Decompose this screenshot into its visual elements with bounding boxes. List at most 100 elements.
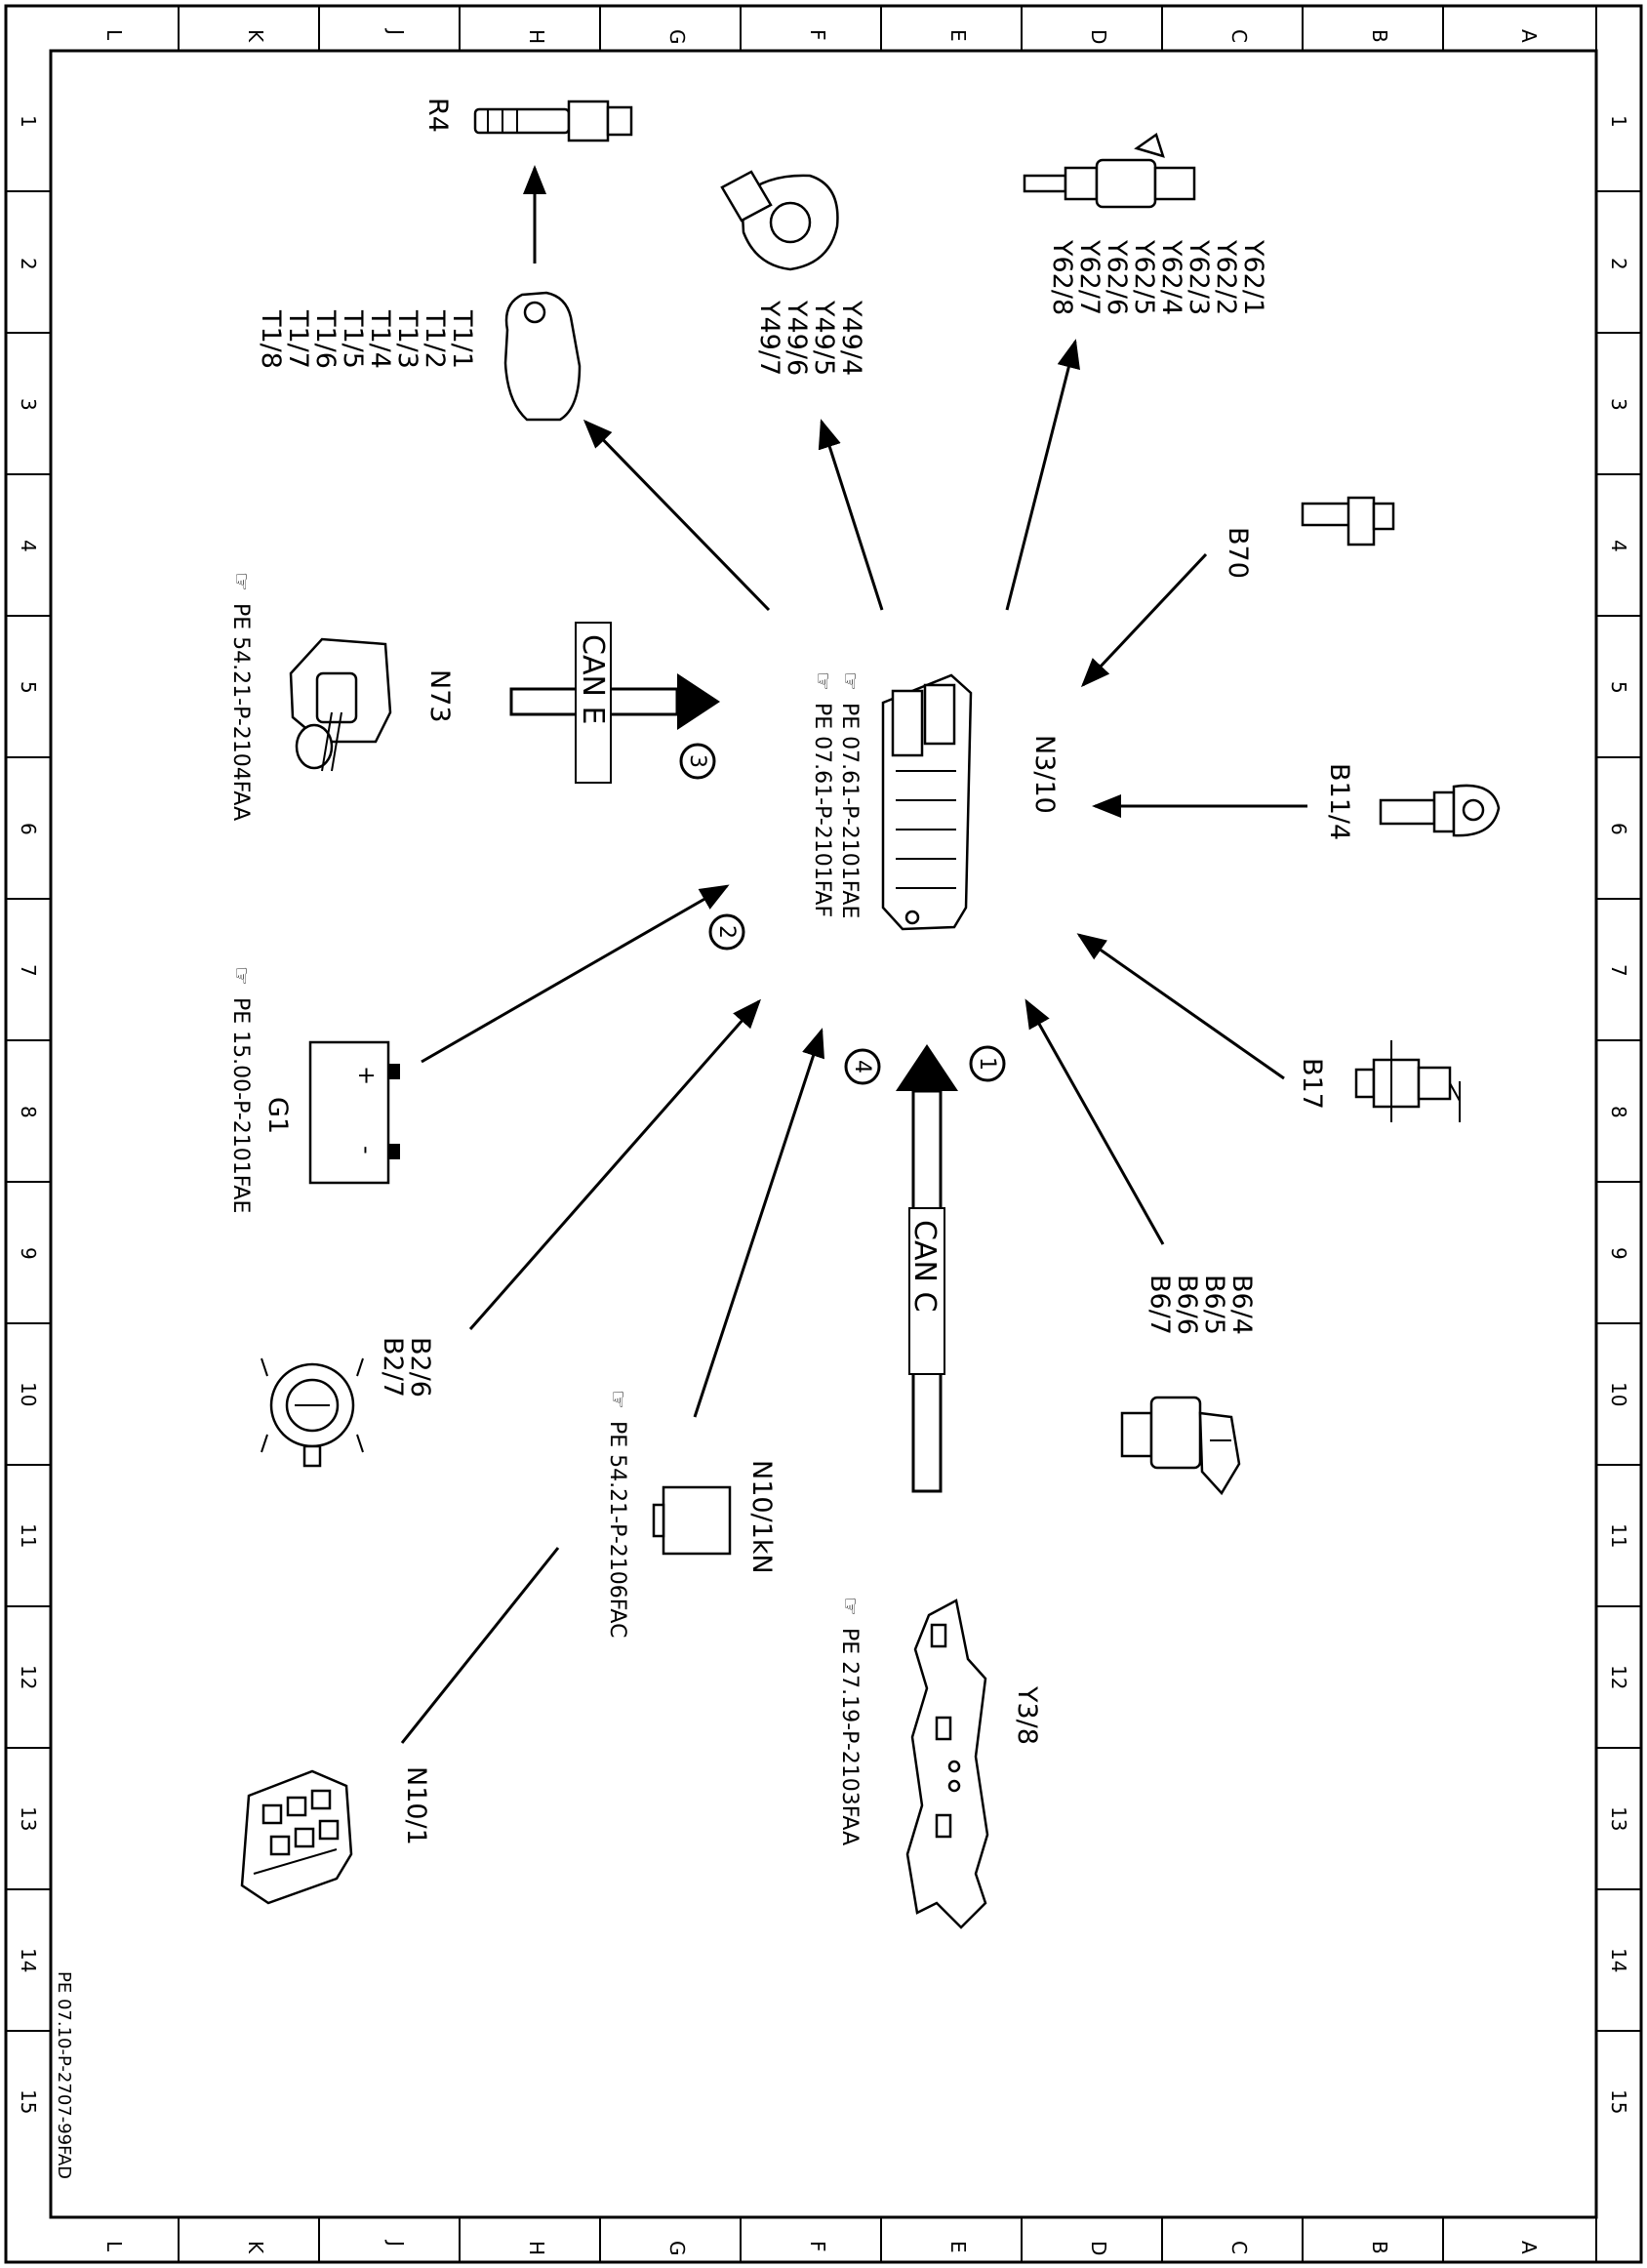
grid-number-left-10: 10 <box>17 1382 40 1406</box>
grid-letter-bottom-H: H <box>525 2241 548 2255</box>
ref-text-y3-8: PE 27.19-P-2103FAA <box>837 1628 862 1845</box>
grid-number-left-12: 12 <box>17 1665 40 1689</box>
grid-letter-top-L: L <box>102 29 126 41</box>
document-footer-code: PE 07.10-P-2707-99FAD <box>54 1971 74 2179</box>
circle-marker-1: 1 <box>969 1045 1006 1082</box>
grid-letter-bottom-C: C <box>1227 2241 1251 2254</box>
label-b70: B70 <box>1223 527 1253 579</box>
hot-film-maf-sensor-b2-icon <box>261 1357 364 1468</box>
can-c-bus: CAN C <box>896 1044 958 1493</box>
label-b2-7: B2/7 <box>378 1337 408 1397</box>
plus-symbol-icon: + <box>353 1066 381 1085</box>
grid-number-left-15: 15 <box>17 2089 40 2114</box>
label-y49-5: Y49/5 <box>809 300 839 376</box>
grid-letter-bottom-A: A <box>1517 2241 1541 2254</box>
label-n3-10: N3/10 <box>1029 735 1060 814</box>
ref-text-g1: PE 15.00-P-2101FAE <box>228 997 253 1213</box>
labels-b6: B6/4 B6/5 B6/6 B6/7 <box>1145 1275 1257 1335</box>
label-t1-2: T1/2 <box>420 309 450 369</box>
pointing-hand-icon: ☞ <box>837 671 862 691</box>
grid-number-right-10: 10 <box>1607 1382 1630 1406</box>
grid-number-left-11: 11 <box>17 1523 40 1548</box>
label-y49-6: Y49/6 <box>782 300 812 376</box>
labels-y49: Y49/4 Y49/5 Y49/6 Y49/7 <box>754 300 866 376</box>
sam-control-unit-n10-1-icon <box>240 1769 353 1905</box>
ref-text-n73: PE 54.21-P-2104FAA <box>228 603 253 821</box>
grid-number-left-4: 4 <box>17 540 40 552</box>
reference-n3-10-a: ☞ PE 07.61-P-2101FAE <box>837 671 862 918</box>
grid-letter-bottom-L: L <box>102 2241 126 2252</box>
grid-number-right-7: 7 <box>1607 964 1630 977</box>
reference-n3-10-b: ☞ PE 07.61-P-2101FAF <box>810 671 834 917</box>
label-y62-8: Y62/8 <box>1047 239 1077 315</box>
grid-letter-top-C: C <box>1227 29 1251 43</box>
battery-g1-icon: + - <box>308 1040 400 1185</box>
labels-b2: B2/6 B2/7 <box>378 1337 435 1397</box>
label-y62-2: Y62/2 <box>1211 239 1241 315</box>
grid-letter-top-G: G <box>665 29 689 45</box>
grid-letter-bottom-J: J <box>384 2239 408 2247</box>
reference-n10: ☞ PE 54.21-P-2106FAC <box>605 1390 629 1638</box>
arrow-n3-10-to-y62 <box>1005 339 1080 611</box>
pointing-hand-icon: ☞ <box>810 671 834 691</box>
pointing-hand-icon: ☞ <box>228 966 253 986</box>
coolant-temperature-sensor-b11-4-icon <box>1379 784 1501 837</box>
labels-t1: T1/1 T1/2 T1/3 T1/4 T1/5 T1/6 T1/7 T1/8 <box>256 309 477 369</box>
label-y49-7: Y49/7 <box>754 300 784 376</box>
label-b11-4: B11/4 <box>1324 763 1354 840</box>
label-t1-3: T1/3 <box>392 309 422 369</box>
label-y62-5: Y62/5 <box>1129 239 1159 315</box>
grid-letter-top-B: B <box>1368 29 1391 43</box>
intake-air-temperature-sensor-b17-icon <box>1354 1040 1461 1122</box>
frame-grid-lines <box>6 6 1641 2262</box>
label-y62-4: Y62/4 <box>1156 239 1186 315</box>
spark-plug-r4-icon <box>473 100 633 142</box>
grid-letter-top-D: D <box>1087 29 1110 44</box>
arrow-n10-1kn-to-n3-10 <box>693 1028 824 1418</box>
grid-number-right-1: 1 <box>1607 115 1630 128</box>
relay-module-n10-1kn-icon <box>652 1485 732 1556</box>
can-e-label: CAN E <box>576 634 610 724</box>
ignition-switch-n73-icon <box>289 637 392 772</box>
label-r4: R4 <box>422 98 453 133</box>
arrow-b2-to-n3-10 <box>468 998 761 1330</box>
circle-marker-3-text: 3 <box>685 754 709 768</box>
circle-marker-1-text: 1 <box>975 1057 999 1071</box>
label-y62-3: Y62/3 <box>1184 239 1214 315</box>
pointing-hand-icon: ☞ <box>605 1390 629 1409</box>
grid-number-left-9: 9 <box>17 1247 40 1260</box>
grid-number-right-12: 12 <box>1607 1665 1630 1689</box>
label-g1: G1 <box>262 1097 293 1134</box>
grid-number-left-14: 14 <box>17 1948 40 1972</box>
grid-letter-top-E: E <box>946 29 970 42</box>
grid-letter-top-K: K <box>244 29 267 43</box>
can-c-label: CAN C <box>907 1220 942 1312</box>
label-b2-6: B2/6 <box>405 1337 435 1397</box>
pointing-hand-icon: ☞ <box>228 572 253 591</box>
grid-number-left-7: 7 <box>17 964 40 977</box>
labels-y62: Y62/1 Y62/2 Y62/3 Y62/4 Y62/5 Y62/6 Y62/… <box>1047 239 1268 315</box>
grid-number-right-13: 13 <box>1607 1806 1630 1831</box>
arrow-g1-to-n3-10 <box>421 884 730 1064</box>
label-t1-7: T1/7 <box>283 309 313 369</box>
grid-letter-bottom-G: G <box>665 2241 689 2256</box>
ref-text-n3-10-a: PE 07.61-P-2101FAE <box>837 703 862 918</box>
arrow-b17-to-n3-10 <box>1076 933 1285 1080</box>
fuel-injector-y62-icon <box>1023 133 1196 209</box>
camshaft-hall-sensor-b6-icon <box>1120 1396 1241 1496</box>
grid-number-left-1: 1 <box>17 115 40 128</box>
label-y49-4: Y49/4 <box>836 300 866 376</box>
grid-letter-top-J: J <box>384 27 408 35</box>
grid-number-left-13: 13 <box>17 1806 40 1831</box>
line-n10-1-to-n10-1kn <box>400 1547 560 1744</box>
grid-number-left-2: 2 <box>17 258 40 270</box>
grid-number-right-3: 3 <box>1607 398 1630 411</box>
pointing-hand-icon: ☞ <box>837 1597 862 1616</box>
arrow-n3-10-to-y49 <box>818 419 884 611</box>
label-y62-6: Y62/6 <box>1102 239 1132 315</box>
label-t1-6: T1/6 <box>310 309 341 369</box>
circle-marker-2-text: 2 <box>714 925 739 939</box>
grid-letter-bottom-K: K <box>244 2241 267 2254</box>
label-n10-1kn: N10/1kN <box>746 1460 777 1574</box>
grid-number-right-8: 8 <box>1607 1106 1630 1118</box>
